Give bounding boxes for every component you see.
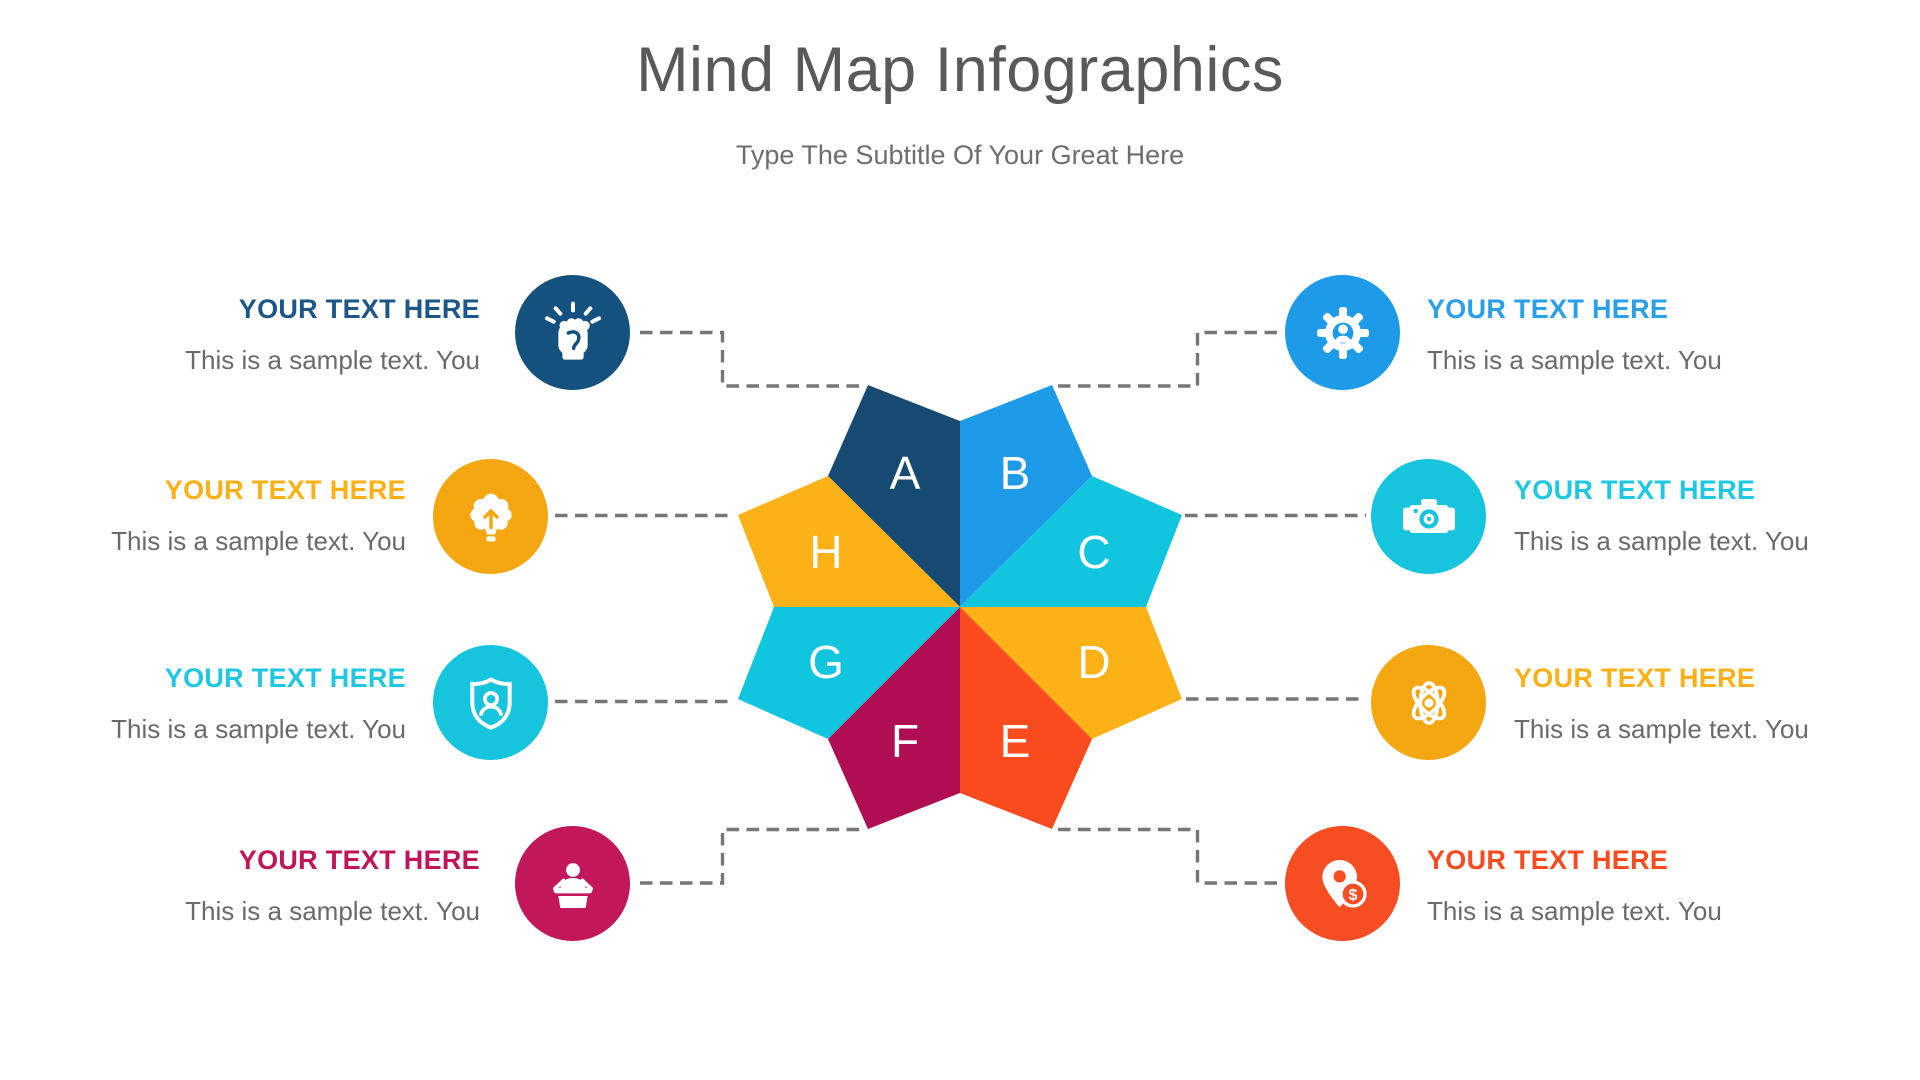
item-icon-circle-a	[515, 275, 630, 390]
item-icon-circle-h	[433, 459, 548, 574]
star-shape: A B C D E F G H	[738, 385, 1182, 829]
connector-line	[1058, 827, 1281, 885]
item-heading: YOUR TEXT HERE	[1427, 845, 1669, 875]
item-body: This is a sample text. You	[1514, 714, 1809, 744]
connector-line	[640, 827, 860, 885]
item-heading: YOUR TEXT HERE	[1514, 663, 1756, 693]
page-subtitle: Type The Subtitle Of Your Great Here	[735, 140, 1185, 170]
item-body: This is a sample text. You	[111, 714, 406, 744]
item-heading: YOUR TEXT HERE	[238, 845, 480, 875]
podium-person-icon	[552, 862, 593, 908]
callout-item-b: YOUR TEXT HERE This is a sample text. Yo…	[1427, 293, 1920, 375]
gear-person-icon	[1316, 306, 1369, 359]
connector-line	[640, 330, 860, 388]
callout-item-g: YOUR TEXT HERE This is a sample text. Yo…	[0, 662, 406, 744]
brain-bulb-icon	[469, 493, 512, 541]
star-letter-b: B	[1000, 447, 1031, 499]
fist-rays-icon	[544, 301, 601, 360]
star-letter-f: F	[891, 715, 919, 767]
item-body: This is a sample text. You	[1514, 526, 1809, 556]
item-icon-circle-b	[1285, 275, 1400, 390]
star-segment-d	[960, 607, 1182, 739]
item-icon-circle-f	[515, 826, 630, 941]
star-segment-a	[828, 385, 960, 607]
item-icon-circle-g	[433, 645, 548, 760]
item-icon-circle-e: $	[1285, 826, 1400, 941]
page-title: Mind Map Infographics	[636, 35, 1284, 105]
star-letter-a: A	[890, 447, 921, 499]
star-segment-g	[738, 607, 960, 739]
item-body: This is a sample text. You	[1427, 345, 1722, 375]
item-heading: YOUR TEXT HERE	[238, 294, 480, 324]
item-body: This is a sample text. You	[185, 345, 480, 375]
star-letter-e: E	[1000, 715, 1031, 767]
item-heading: YOUR TEXT HERE	[1427, 294, 1669, 324]
connector-lines	[555, 330, 1366, 885]
star-segment-b	[960, 385, 1092, 607]
dollar-glyph: $	[1348, 887, 1357, 904]
item-heading: YOUR TEXT HERE	[1514, 475, 1756, 505]
star-segment-e	[960, 607, 1092, 829]
item-body: This is a sample text. You	[111, 526, 406, 556]
callout-item-d: YOUR TEXT HERE This is a sample text. Yo…	[1514, 662, 1920, 744]
star-letter-d: D	[1077, 636, 1110, 688]
star-letter-g: G	[808, 636, 844, 688]
star-segment-f	[828, 607, 960, 829]
pin-dollar-icon: $	[1321, 859, 1367, 908]
camera-icon	[1402, 498, 1455, 533]
connector-line	[1058, 330, 1281, 388]
star-letter-c: C	[1077, 526, 1110, 578]
star-segment-c	[960, 476, 1182, 607]
shield-user-icon	[469, 676, 512, 730]
item-icon-circle-c	[1371, 459, 1486, 574]
callout-item-e: YOUR TEXT HERE This is a sample text. Yo…	[1427, 844, 1920, 926]
star-segment-h	[738, 476, 960, 607]
item-body: This is a sample text. You	[1427, 896, 1722, 926]
item-body: This is a sample text. You	[185, 896, 480, 926]
callout-item-f: YOUR TEXT HERE This is a sample text. Yo…	[0, 844, 480, 926]
callout-item-c: YOUR TEXT HERE This is a sample text. Yo…	[1514, 474, 1920, 556]
star-letter-h: H	[809, 526, 842, 578]
item-icon-circle-d	[1371, 645, 1486, 760]
atom-icon	[1411, 680, 1446, 725]
callout-item-h: YOUR TEXT HERE This is a sample text. Yo…	[0, 474, 406, 556]
item-heading: YOUR TEXT HERE	[164, 663, 406, 693]
item-heading: YOUR TEXT HERE	[164, 475, 406, 505]
callout-item-a: YOUR TEXT HERE This is a sample text. Yo…	[0, 293, 480, 375]
